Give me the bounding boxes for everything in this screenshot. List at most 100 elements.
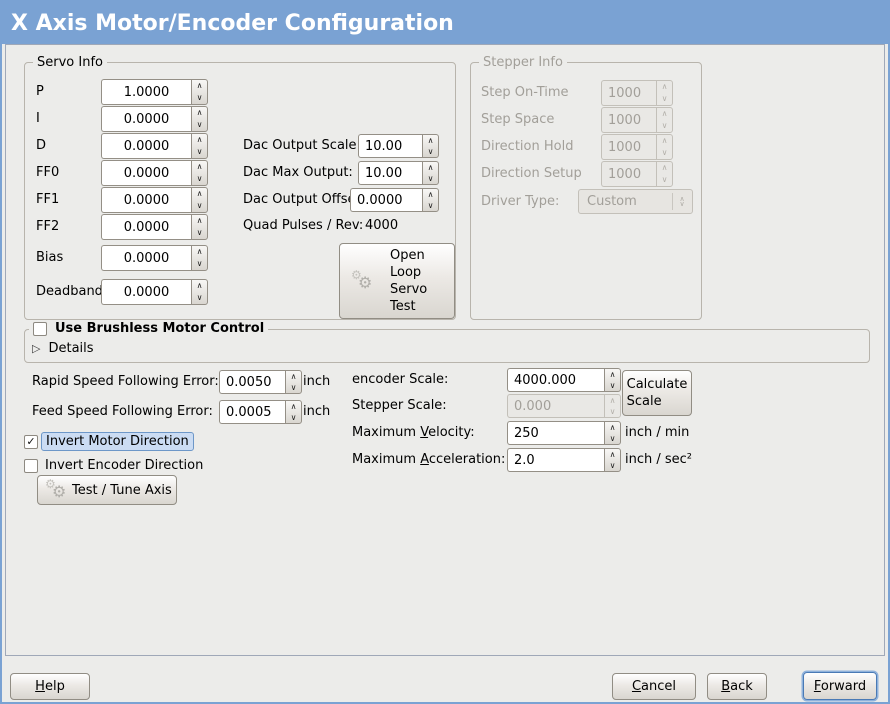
spin-buttons[interactable]: ∧∨ [191, 79, 208, 105]
spin-down-icon[interactable]: ∨ [290, 412, 297, 422]
bias-input[interactable]: 0.0000 [101, 245, 191, 271]
spin-down-icon[interactable]: ∨ [196, 120, 203, 129]
test-tune-axis-button[interactable]: ⚙⚙ Test / Tune Axis [37, 475, 177, 505]
spin-up-icon[interactable]: ∧ [290, 371, 297, 381]
spin-up-icon[interactable]: ∧ [196, 162, 203, 171]
spin-up-icon[interactable]: ∧ [427, 189, 434, 199]
spin-up-icon[interactable]: ∧ [609, 369, 616, 379]
deadband-label: Deadband [36, 284, 103, 299]
spin-down-icon[interactable]: ∨ [196, 174, 203, 183]
use-brushless-checkbox[interactable] [33, 321, 47, 336]
direction-hold-spinbox: 1000 ∧∨ [601, 134, 673, 160]
spin-buttons[interactable]: ∧∨ [191, 279, 208, 305]
spin-buttons[interactable]: ∧∨ [191, 106, 208, 132]
maximum-acceleration-label: Maximum Acceleration: [352, 452, 506, 467]
gears-icon: ⚙⚙ [45, 477, 67, 501]
i-gain-input[interactable]: 0.0000 [101, 106, 191, 132]
spin-up-icon[interactable]: ∧ [196, 108, 203, 117]
deadband-input[interactable]: 0.0000 [101, 279, 191, 305]
maximum-velocity-input[interactable]: 250 [507, 421, 604, 445]
feed-following-error-unit: inch [303, 404, 331, 419]
ff0-input[interactable]: 0.0000 [101, 160, 191, 186]
spin-down-icon[interactable]: ∨ [427, 146, 434, 156]
spin-buttons[interactable]: ∧∨ [285, 400, 302, 424]
encoder-scale-input[interactable]: 4000.000 [507, 368, 604, 392]
invert-motor-direction-checkbox[interactable]: ✓ Invert Motor Direction [24, 432, 194, 451]
spin-down-icon[interactable]: ∨ [196, 228, 203, 237]
d-gain-spinbox: 0.0000 ∧∨ [101, 133, 208, 159]
help-button[interactable]: Help [10, 673, 90, 700]
encoder-scale-spinbox: 4000.000 ∧∨ [507, 368, 621, 392]
open-loop-servo-test-button[interactable]: ⚙⚙ Open Loop Servo Test [339, 243, 455, 319]
cancel-button[interactable]: Cancel [612, 673, 696, 700]
ff2-input[interactable]: 0.0000 [101, 214, 191, 240]
back-button[interactable]: Back [707, 673, 767, 700]
spin-up-icon[interactable]: ∧ [196, 135, 203, 144]
stepper-info-frame: Stepper Info Step On-Time 1000 ∧∨ Step S… [470, 54, 702, 320]
spin-up-icon[interactable]: ∧ [196, 216, 203, 225]
spin-down-icon[interactable]: ∨ [196, 259, 203, 268]
dac-output-scale-input[interactable]: 10.00 [358, 134, 422, 158]
checkbox-unchecked-icon[interactable] [24, 458, 38, 473]
help-button-label: Help [35, 679, 65, 694]
dac-max-output-input[interactable]: 10.00 [358, 161, 422, 185]
maximum-acceleration-spinbox: 2.0 ∧∨ [507, 448, 621, 472]
spin-up-icon[interactable]: ∧ [196, 281, 203, 290]
spin-down-icon[interactable]: ∨ [196, 201, 203, 210]
spin-buttons[interactable]: ∧∨ [422, 161, 439, 185]
spin-up-icon[interactable]: ∧ [196, 247, 203, 256]
spin-down-icon[interactable]: ∨ [427, 173, 434, 183]
spin-down-icon[interactable]: ∨ [196, 147, 203, 156]
direction-setup-label: Direction Setup [481, 166, 582, 181]
spin-buttons[interactable]: ∧∨ [285, 370, 302, 394]
spin-buttons[interactable]: ∧∨ [191, 245, 208, 271]
ff2-spinbox: 0.0000 ∧∨ [101, 214, 208, 240]
spin-down-icon[interactable]: ∨ [427, 200, 434, 210]
spin-up-icon[interactable]: ∧ [427, 162, 434, 172]
spin-up-icon[interactable]: ∧ [290, 401, 297, 411]
spin-down-icon[interactable]: ∨ [290, 382, 297, 392]
spin-down-icon[interactable]: ∨ [196, 93, 203, 102]
spin-buttons[interactable]: ∧∨ [604, 421, 621, 445]
dac-max-output-spinbox: 10.00 ∧∨ [358, 161, 439, 185]
checkbox-checked-icon[interactable]: ✓ [24, 434, 38, 449]
details-label: Details [48, 341, 94, 356]
spin-up-icon[interactable]: ∧ [609, 422, 616, 432]
spin-up-icon: ∧ [609, 395, 616, 405]
spin-buttons[interactable]: ∧∨ [604, 448, 621, 472]
dac-output-offset-spinbox: 0.0000 ∧∨ [350, 188, 439, 212]
spin-buttons[interactable]: ∧∨ [191, 160, 208, 186]
spin-up-icon[interactable]: ∧ [196, 189, 203, 198]
forward-button-label: Forward [813, 678, 867, 694]
spin-down-icon: ∨ [661, 121, 668, 130]
spin-down-icon[interactable]: ∨ [609, 380, 616, 390]
step-on-time-label: Step On-Time [481, 85, 569, 100]
calculate-scale-button[interactable]: Calculate Scale [622, 370, 692, 416]
rapid-following-error-input[interactable]: 0.0050 [219, 370, 285, 394]
forward-button[interactable]: Forward [803, 672, 877, 700]
spin-down-icon[interactable]: ∨ [609, 460, 616, 470]
page-title: X Axis Motor/Encoder Configuration [2, 2, 888, 44]
spin-up-icon[interactable]: ∧ [427, 135, 434, 145]
spin-down-icon[interactable]: ∨ [609, 433, 616, 443]
p-gain-input[interactable]: 1.0000 [101, 79, 191, 105]
spin-up-icon[interactable]: ∧ [196, 81, 203, 90]
spin-buttons[interactable]: ∧∨ [191, 214, 208, 240]
ff1-input[interactable]: 0.0000 [101, 187, 191, 213]
spin-buttons[interactable]: ∧∨ [604, 368, 621, 392]
spin-up-icon[interactable]: ∧ [609, 449, 616, 459]
dac-output-offset-input[interactable]: 0.0000 [350, 188, 422, 212]
details-expander[interactable]: ▷ Details [32, 341, 94, 356]
spin-buttons[interactable]: ∧∨ [191, 133, 208, 159]
d-gain-input[interactable]: 0.0000 [101, 133, 191, 159]
spin-buttons[interactable]: ∧∨ [422, 134, 439, 158]
spin-buttons: ∧∨ [656, 134, 673, 160]
invert-encoder-direction-checkbox[interactable]: Invert Encoder Direction [24, 458, 203, 473]
spin-down-icon[interactable]: ∨ [196, 293, 203, 302]
maximum-acceleration-input[interactable]: 2.0 [507, 448, 604, 472]
ff2-label: FF2 [36, 219, 60, 234]
feed-following-error-input[interactable]: 0.0005 [219, 400, 285, 424]
spin-buttons[interactable]: ∧∨ [191, 187, 208, 213]
spin-buttons[interactable]: ∧∨ [422, 188, 439, 212]
bias-spinbox: 0.0000 ∧∨ [101, 245, 208, 271]
